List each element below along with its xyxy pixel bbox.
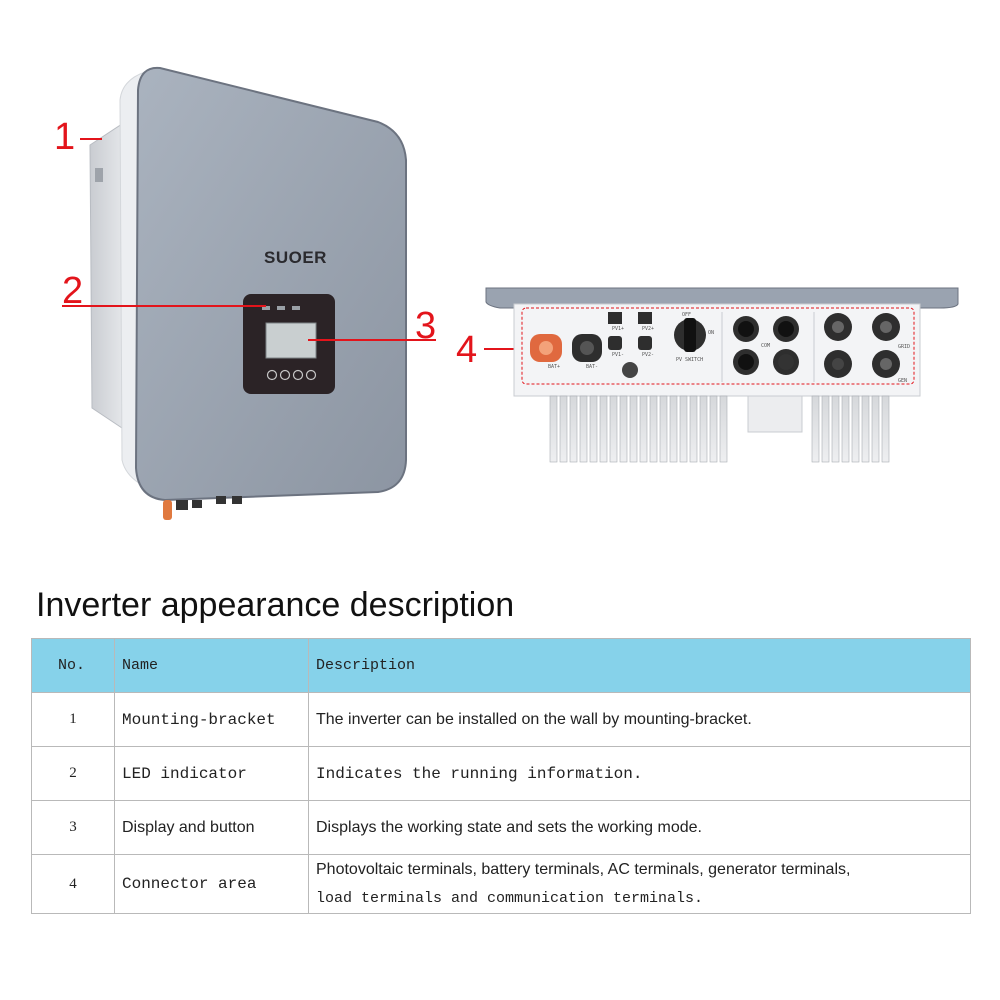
row-name: LED indicator [114, 746, 309, 801]
row-name: Mounting-bracket [114, 692, 309, 747]
product-illustrations: 1 2 3 4 SUOER PV1+ PV2+ PV1- PV2- BAT+ B… [54, 66, 959, 520]
lcd-screen [265, 322, 317, 359]
bottom-view-lid [485, 287, 959, 309]
callout-number-3: 3 [415, 305, 437, 347]
row-description: The inverter can be installed on the wal… [308, 692, 971, 747]
fan-housing [747, 395, 803, 433]
port-label-pv-switch: PV SWITCH [676, 357, 704, 363]
port-label-gen: GEN [898, 378, 908, 384]
port-label-pv2: PV2- [642, 352, 655, 358]
port-label-on: ON [708, 330, 715, 336]
callout-number-2: 2 [62, 270, 84, 312]
row-number: 3 [31, 800, 115, 855]
section-title: Inverter appearance description [36, 586, 515, 624]
header-name: Name [114, 638, 309, 693]
button-1 [266, 369, 278, 381]
port-label-pv2-pos: PV2+ [642, 326, 655, 332]
table-row: 3 Display and button Displays the workin… [31, 800, 971, 855]
callout-number-4: 4 [456, 329, 478, 371]
button-3 [292, 369, 304, 381]
header-description: Description [308, 638, 971, 693]
button-4 [305, 369, 317, 381]
front-battery-terminal [163, 500, 172, 520]
inverter-front-cover [134, 66, 407, 502]
header-no: No. [31, 638, 115, 693]
connector-area-outline [521, 307, 915, 385]
port-label-bat-neg: BAT- [586, 364, 599, 370]
bracket-tab [95, 168, 103, 182]
row-number: 4 [31, 854, 115, 914]
appearance-description-table: No. Name Description 1 Mounting-bracket … [31, 638, 971, 914]
led-indicator-3 [292, 306, 300, 310]
led-indicator-1 [262, 306, 270, 310]
row-description-line-2: load terminals and communication termina… [316, 890, 704, 907]
table-row: 2 LED indicator Indicates the running in… [31, 746, 971, 801]
row-number: 2 [31, 746, 115, 801]
brand-logo: SUOER [264, 248, 327, 267]
button-2 [279, 369, 291, 381]
led-indicator-2 [277, 306, 285, 310]
inverter-front-view [62, 66, 959, 520]
port-label-off: OFF [682, 312, 692, 318]
row-description-line-1: Photovoltaic terminals, battery terminal… [316, 861, 851, 878]
table-row: 1 Mounting-bracket The inverter can be i… [31, 692, 971, 747]
port-label-bat-pos: BAT+ [548, 364, 561, 370]
row-description: Displays the working state and sets the … [308, 800, 971, 855]
port-label-grid: GRID [898, 344, 911, 350]
port-label-pv1-pos: PV1+ [612, 326, 625, 332]
table-row: 4 Connector area Photovoltaic terminals,… [31, 854, 971, 914]
heat-sink [549, 395, 890, 463]
callout-number-1: 1 [54, 116, 76, 158]
row-name: Display and button [114, 800, 309, 855]
row-description: Indicates the running information. [308, 746, 971, 801]
row-number: 1 [31, 692, 115, 747]
port-label-com: COM [761, 343, 771, 349]
row-description: Photovoltaic terminals, battery terminal… [308, 854, 971, 914]
table-header-row: No. Name Description [31, 638, 971, 693]
row-name: Connector area [114, 854, 309, 914]
port-label-pv1: PV1- [612, 352, 625, 358]
